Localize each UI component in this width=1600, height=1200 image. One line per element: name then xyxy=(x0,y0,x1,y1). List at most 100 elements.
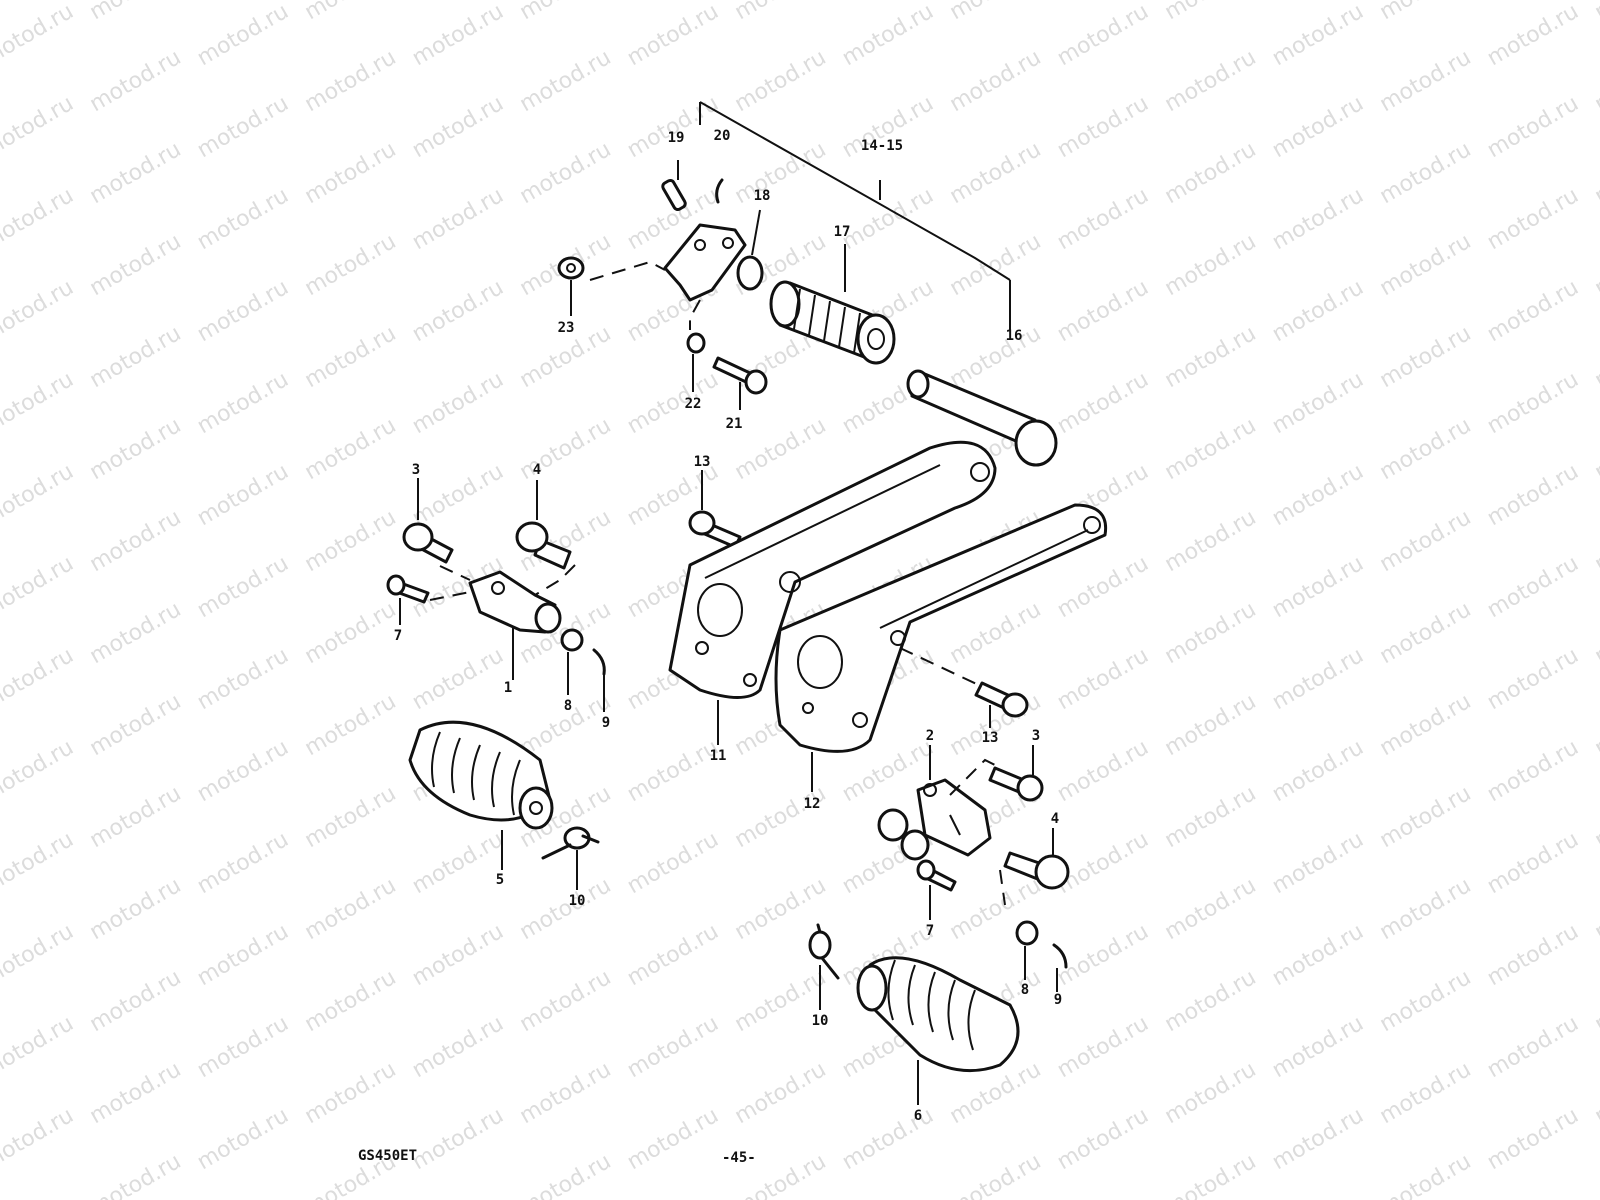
watermark-text: motod.ru xyxy=(86,0,186,25)
watermark-text: motod.ru xyxy=(1053,91,1153,163)
watermark-text: motod.ru xyxy=(1053,275,1153,347)
watermark-text: motod.ru xyxy=(1591,505,1600,577)
watermark-text: motod.ru xyxy=(408,919,508,991)
watermark-text: motod.ru xyxy=(0,183,78,255)
watermark-text: motod.ru xyxy=(86,505,186,577)
callout-22: 22 xyxy=(685,396,702,412)
callout-2: 2 xyxy=(926,728,934,744)
watermark-text: motod.ru xyxy=(193,91,293,163)
watermark-text: motod.ru xyxy=(623,735,723,807)
washer-part-18 xyxy=(736,255,764,291)
callout-1: 1 xyxy=(504,680,512,696)
watermark-text: motod.ru xyxy=(193,183,293,255)
watermark-text: motod.ru xyxy=(731,781,831,853)
watermark-text: motod.ru xyxy=(86,1149,186,1200)
assembly-line-22 xyxy=(689,299,701,330)
holder-part-2 xyxy=(877,778,992,861)
watermark-text: motod.ru xyxy=(301,0,401,25)
callout-4-left: 4 xyxy=(533,462,541,478)
callout-11: 11 xyxy=(710,748,727,764)
watermark-text: motod.ru xyxy=(193,551,293,623)
watermark-text: motod.ru xyxy=(1268,183,1368,255)
callout-9-left: 9 xyxy=(602,715,610,731)
watermark-text: motod.ru xyxy=(1268,275,1368,347)
watermark-text: motod.ru xyxy=(1376,229,1476,301)
callout-8-left: 8 xyxy=(564,698,572,714)
watermark-text: motod.ru xyxy=(1591,321,1600,393)
watermark-text: motod.ru xyxy=(1376,413,1476,485)
watermark-text: motod.ru xyxy=(1053,551,1153,623)
footrest-part-5 xyxy=(408,720,554,830)
watermark-text: motod.ru xyxy=(193,919,293,991)
watermark-text: motod.ru xyxy=(86,873,186,945)
bolt-part-21 xyxy=(712,356,768,395)
watermark-text: motod.ru xyxy=(0,1103,78,1175)
watermark-text: motod.ru xyxy=(1483,551,1583,623)
watermark-text: motod.ru xyxy=(0,91,78,163)
watermark-text: motod.ru xyxy=(1161,413,1261,485)
watermark-text: motod.ru xyxy=(1591,137,1600,209)
watermark-text: motod.ru xyxy=(193,367,293,439)
watermark-text: motod.ru xyxy=(1591,965,1600,1037)
watermark-text: motod.ru xyxy=(838,183,938,255)
watermark-text: motod.ru xyxy=(301,597,401,669)
watermark-text: motod.ru xyxy=(301,321,401,393)
watermark-text: motod.ru xyxy=(301,1057,401,1129)
watermark-text: motod.ru xyxy=(86,1057,186,1129)
watermark-text: motod.ru xyxy=(946,137,1046,209)
callout-12: 12 xyxy=(804,796,821,812)
watermark-text: motod.ru xyxy=(1376,965,1476,1037)
watermark-text: motod.ru xyxy=(408,275,508,347)
watermark-text: motod.ru xyxy=(1376,597,1476,669)
watermark-text: motod.ru xyxy=(1161,0,1261,25)
watermark-text: motod.ru xyxy=(0,735,78,807)
watermark-text: motod.ru xyxy=(193,643,293,715)
watermark-text: motod.ru xyxy=(1268,1011,1368,1083)
bracket-part-11 xyxy=(668,440,997,699)
bolt-part-3-left xyxy=(402,522,454,564)
spring-part-10-right xyxy=(808,923,840,980)
watermark-text: motod.ru xyxy=(408,459,508,531)
watermark-text: motod.ru xyxy=(86,413,186,485)
watermark-text: motod.ru xyxy=(1161,781,1261,853)
watermark-text: motod.ru xyxy=(516,873,616,945)
assembly-line-8-right xyxy=(999,869,1006,906)
watermark-text: motod.ru xyxy=(1591,45,1600,117)
watermark-text: motod.ru xyxy=(193,0,293,71)
cotter-pin-part-9-right xyxy=(1052,943,1068,969)
watermark-text: motod.ru xyxy=(516,1149,616,1200)
bolt-part-13-lower xyxy=(974,681,1029,718)
watermark-text: motod.ru xyxy=(1161,597,1261,669)
watermark-text: motod.ru xyxy=(516,1057,616,1129)
watermark-text: motod.ru xyxy=(1591,1149,1600,1200)
footrest-part-6 xyxy=(856,956,1020,1073)
watermark-text: motod.ru xyxy=(193,459,293,531)
watermark-text: motod.ru xyxy=(838,0,938,71)
watermark-text: motod.ru xyxy=(1483,735,1583,807)
watermark-text: motod.ru xyxy=(0,275,78,347)
callout-6: 6 xyxy=(914,1108,922,1124)
watermark-text: motod.ru xyxy=(1268,735,1368,807)
watermark-text: motod.ru xyxy=(1053,183,1153,255)
watermark-text: motod.ru xyxy=(1268,551,1368,623)
bolt-part-4-left xyxy=(515,521,572,570)
watermark-text: motod.ru xyxy=(1591,873,1600,945)
watermark-text: motod.ru xyxy=(623,1103,723,1175)
callout-9-right: 9 xyxy=(1054,992,1062,1008)
watermark-text: motod.ru xyxy=(1591,229,1600,301)
watermark-text: motod.ru xyxy=(1483,91,1583,163)
washer-part-8-right xyxy=(1015,920,1039,946)
watermark-text: motod.ru xyxy=(1268,919,1368,991)
footrest-rubber-part-17 xyxy=(769,280,896,365)
watermark-text: motod.ru xyxy=(1053,643,1153,715)
watermark-text: motod.ru xyxy=(301,781,401,853)
watermark-text: motod.ru xyxy=(1161,873,1261,945)
watermark-text: motod.ru xyxy=(86,689,186,761)
watermark-text: motod.ru xyxy=(1053,827,1153,899)
callout-13-upper: 13 xyxy=(694,454,711,470)
watermark-text: motod.ru xyxy=(1591,781,1600,853)
spring-part-10-left xyxy=(541,826,600,860)
callout-20: 20 xyxy=(714,128,731,144)
